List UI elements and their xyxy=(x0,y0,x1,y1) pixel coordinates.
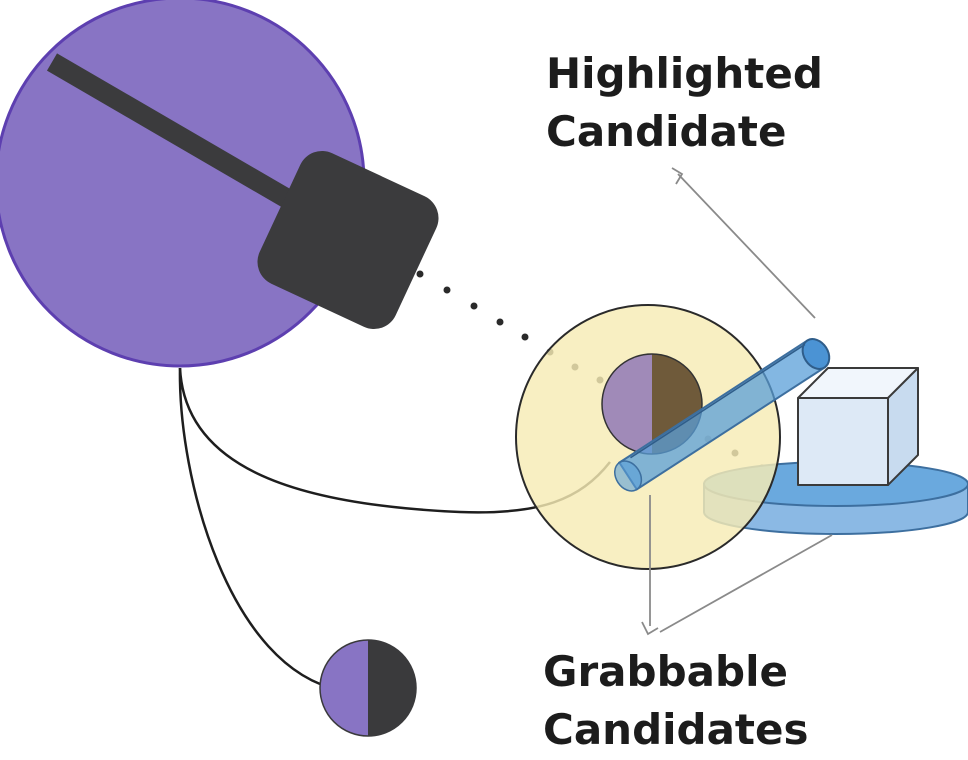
highlighted-leader-line xyxy=(671,167,816,319)
tilted-cylinder-candidate xyxy=(614,338,831,492)
hand-anchor-icon xyxy=(319,639,417,737)
highlighted-label-line-2: Candidate xyxy=(546,107,787,156)
grabbable-leader-lines xyxy=(641,495,833,636)
controller-head-block xyxy=(257,150,439,330)
cube-candidate xyxy=(797,367,919,486)
controller-icon xyxy=(0,0,439,368)
controller-ray-bar xyxy=(46,53,316,221)
highlighted-label-line-1: Highlighted xyxy=(546,49,823,98)
highlighted-candidate-label: Highlighted Candidate xyxy=(546,45,823,161)
grabbable-label-line-1: Grabbable xyxy=(543,647,788,696)
connector-curve-to-hand xyxy=(178,367,341,692)
grabbable-candidates-label: Grabbable Candidates xyxy=(543,643,809,759)
grabbable-label-line-2: Candidates xyxy=(543,705,809,754)
